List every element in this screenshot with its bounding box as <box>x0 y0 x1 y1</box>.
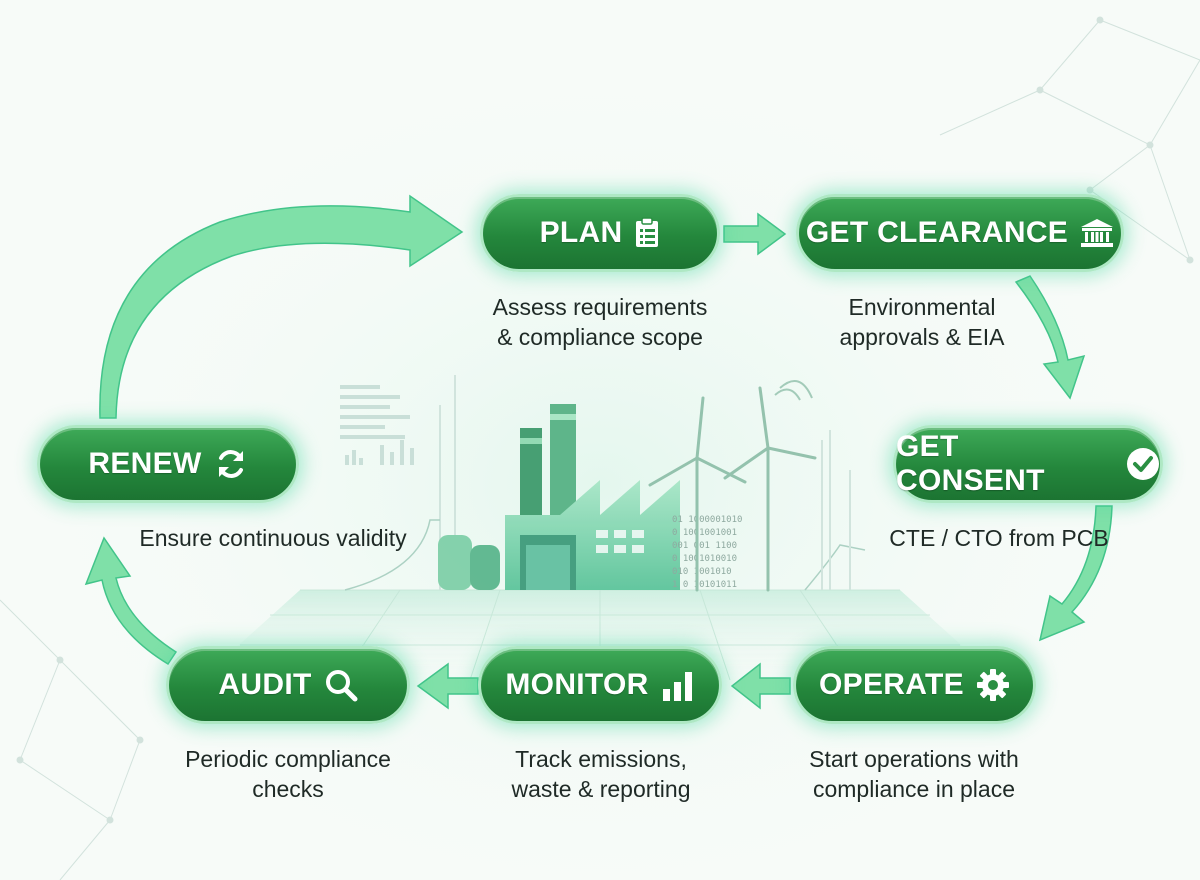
step-get-clearance-description: Environmental approvals & EIA <box>839 294 1005 350</box>
step-get-consent[interactable]: GET CONSENT <box>893 425 1163 503</box>
bar-chart-icon <box>661 669 695 701</box>
factory-illustration: 01 1000001010 0 1001001001 001 001 1100 … <box>200 375 1000 681</box>
step-get-clearance-label: GET CLEARANCE <box>805 216 1069 249</box>
step-renew-description: Ensure continuous validity <box>139 525 407 551</box>
step-audit-description: Periodic compliance checks <box>185 746 391 802</box>
gear-icon <box>976 668 1010 702</box>
step-operate[interactable]: OPERATE <box>793 646 1036 724</box>
government-building-icon <box>1080 218 1114 248</box>
step-renew-label: RENEW <box>88 447 202 480</box>
svg-text:1 0 10101011: 1 0 10101011 <box>672 580 737 590</box>
magnifier-icon <box>324 668 358 702</box>
step-get-consent-label: GET CONSENT <box>896 430 1045 497</box>
svg-text:010 1001010: 010 1001010 <box>672 567 732 577</box>
flow-arrows <box>84 194 1113 710</box>
svg-text:001 001 1100: 001 001 1100 <box>672 541 737 551</box>
step-plan[interactable]: PLAN <box>480 194 720 272</box>
step-get-clearance[interactable]: GET CLEARANCE <box>796 194 1124 272</box>
step-plan-description: Assess requirements & compliance scope <box>492 294 708 350</box>
network-mesh-bottom-left <box>0 599 144 880</box>
step-audit[interactable]: AUDIT <box>166 646 410 724</box>
svg-text:0 1001010010: 0 1001010010 <box>672 554 737 564</box>
step-get-consent-description: CTE / CTO from PCB <box>889 525 1109 551</box>
clipboard-icon <box>634 217 660 249</box>
refresh-icon <box>214 447 248 481</box>
step-monitor[interactable]: MONITOR <box>478 646 722 724</box>
step-monitor-description: Track emissions, waste & reporting <box>511 746 691 802</box>
step-plan-label: PLAN <box>539 216 623 249</box>
check-circle-icon <box>1126 447 1160 481</box>
step-audit-label: AUDIT <box>218 668 312 701</box>
svg-text:0 1001001001: 0 1001001001 <box>672 528 737 538</box>
svg-text:01 1000001010: 01 1000001010 <box>672 515 742 525</box>
step-renew[interactable]: RENEW <box>37 425 299 503</box>
step-operate-description: Start operations with compliance in plac… <box>809 746 1019 802</box>
step-monitor-label: MONITOR <box>505 668 649 701</box>
step-operate-label: OPERATE <box>819 668 964 701</box>
binary-digits: 01 1000001010 0 1001001001 001 001 1100 … <box>672 515 742 590</box>
